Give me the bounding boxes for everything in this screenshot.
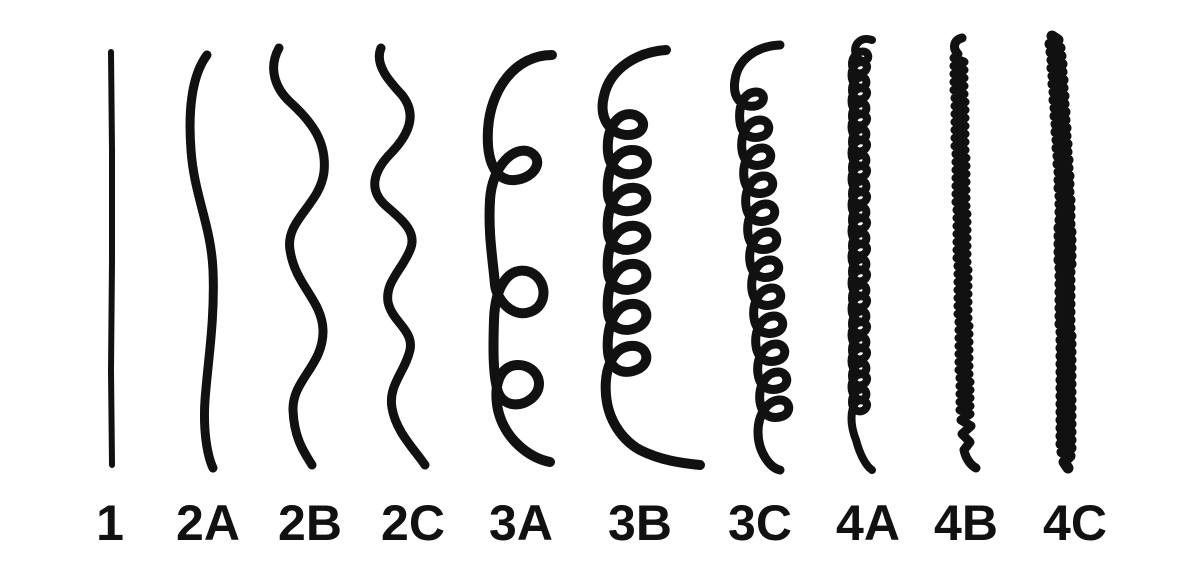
strand-3c-curl — [729, 40, 794, 475]
label-4c: 4C — [1043, 495, 1107, 551]
hair-type-2B: 2B — [269, 43, 342, 551]
strand-2c-wave — [370, 43, 430, 470]
label-1: 1 — [96, 495, 124, 551]
hair-type-3B: 3B — [597, 45, 705, 551]
label-4b: 4B — [934, 495, 998, 551]
strand-1-straight — [108, 49, 115, 468]
label-3c: 3C — [728, 495, 792, 551]
strand-2b-wave — [269, 43, 329, 470]
label-2a: 2A — [176, 495, 240, 551]
hair-type-3C: 3C — [728, 40, 794, 551]
hair-type-4C: 4C — [1043, 30, 1107, 551]
label-3b: 3B — [608, 495, 672, 551]
label-2b: 2B — [278, 495, 342, 551]
strand-3b-curl — [597, 45, 705, 470]
strand-4b-coil — [949, 33, 981, 473]
label-3a: 3A — [489, 495, 553, 551]
strand-4c-coil — [1044, 30, 1077, 474]
hair-type-1: 1 — [96, 49, 124, 551]
hair-type-4A: 4A — [836, 35, 900, 551]
hair-type-2C: 2C — [370, 43, 445, 551]
strand-4a-coil — [847, 35, 876, 474]
strand-3a-curl — [482, 50, 557, 467]
hair-type-4B: 4B — [934, 33, 998, 551]
hair-type-2A: 2A — [176, 50, 240, 551]
label-4a: 4A — [836, 495, 900, 551]
strand-2a-wave — [185, 50, 218, 473]
hair-type-3A: 3A — [482, 50, 557, 551]
label-2c: 2C — [381, 495, 445, 551]
